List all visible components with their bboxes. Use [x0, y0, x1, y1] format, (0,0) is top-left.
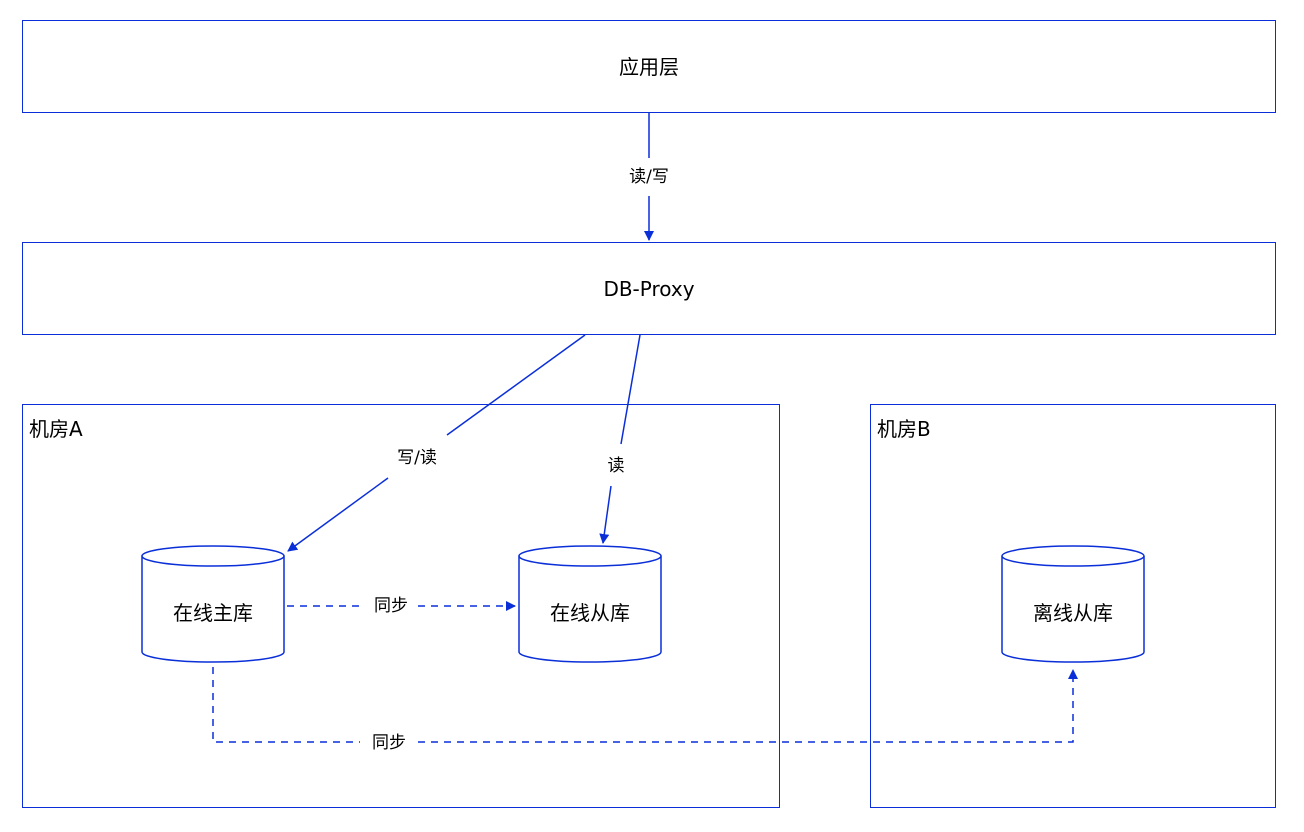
room-a-label: 机房A — [29, 417, 83, 441]
online-replica-db-icon — [518, 545, 662, 663]
edge-label-primary-to-offline-sync: 同步 — [370, 733, 408, 753]
edge-primary-to-offline-sync — [212, 667, 1078, 743]
edge-proxy-to-primary — [287, 334, 586, 552]
edge-label-primary-to-replica-sync: 同步 — [372, 596, 410, 616]
online-primary-db-icon — [141, 545, 285, 663]
online-replica-label: 在线从库 — [550, 601, 630, 625]
edge-label-proxy-to-primary: 写/读 — [395, 448, 439, 468]
offline-replica-db-icon — [1001, 545, 1145, 663]
online-primary-label: 在线主库 — [173, 601, 253, 625]
edge-label-app-to-proxy: 读/写 — [627, 167, 671, 187]
app-layer-box: 应用层 — [22, 20, 1276, 113]
room-b-label: 机房B — [877, 417, 931, 441]
app-layer-label: 应用层 — [619, 54, 679, 79]
edge-label-proxy-to-replica: 读 — [605, 456, 627, 476]
edge-proxy-to-replica — [599, 334, 641, 544]
db-proxy-label: DB-Proxy — [603, 276, 695, 301]
offline-replica-label: 离线从库 — [1033, 601, 1113, 625]
db-proxy-box: DB-Proxy — [22, 242, 1276, 335]
